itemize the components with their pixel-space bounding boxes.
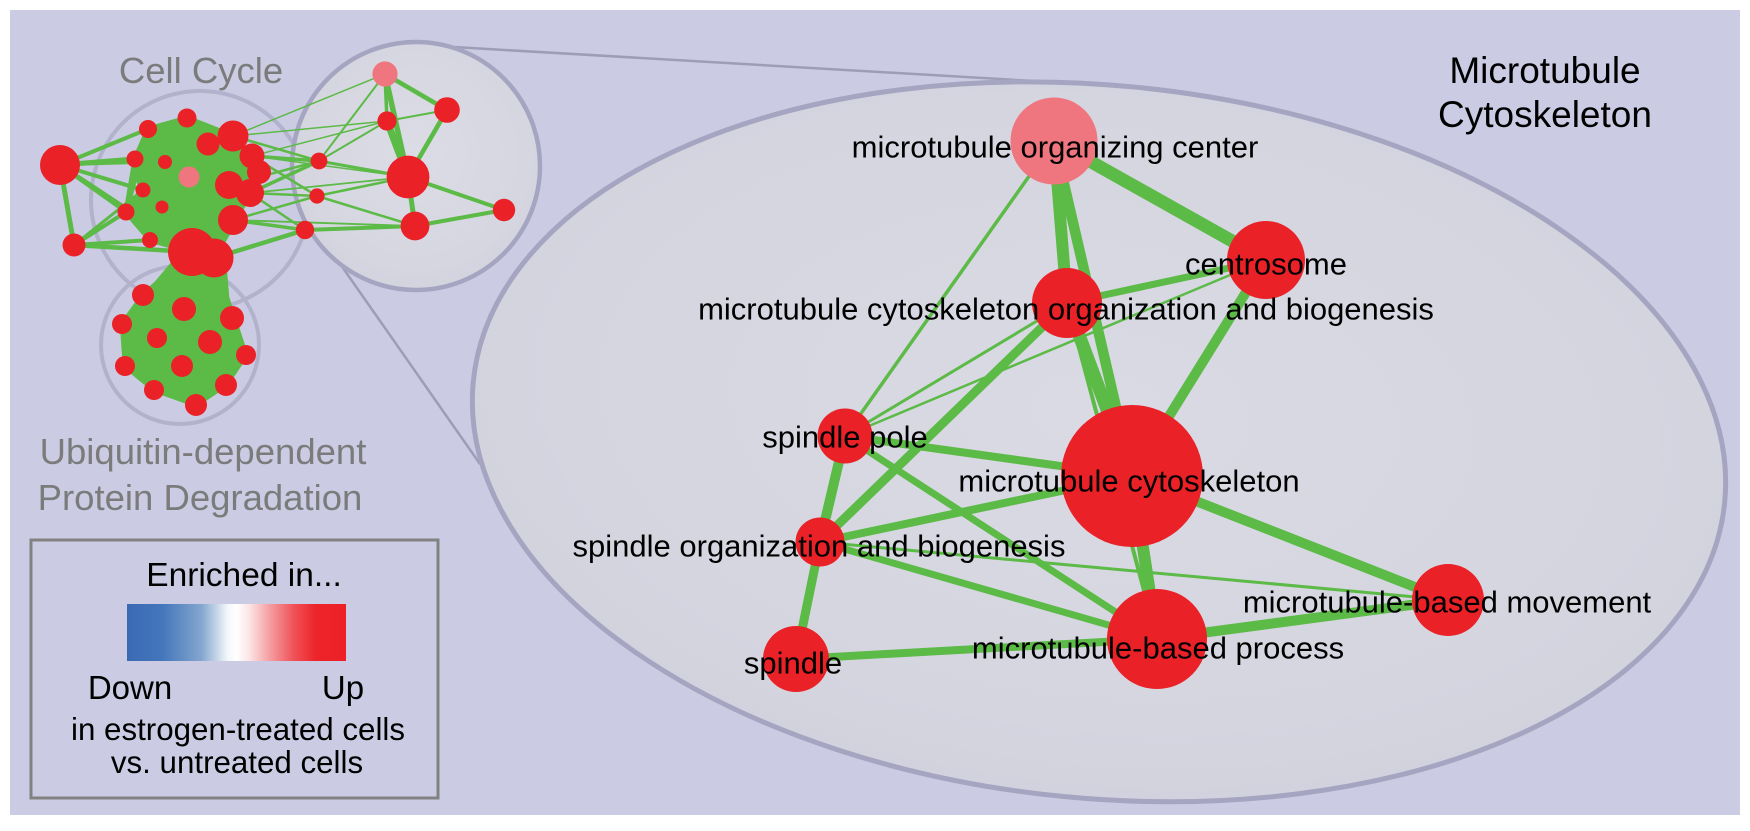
svg-text:microtubule organizing center: microtubule organizing center <box>852 130 1259 165</box>
svg-text:Protein Degradation: Protein Degradation <box>38 477 363 518</box>
svg-text:microtubule cytoskeleton: microtubule cytoskeleton <box>958 464 1299 499</box>
svg-text:spindle pole: spindle pole <box>762 420 927 455</box>
svg-text:vs. untreated cells: vs. untreated cells <box>111 745 363 780</box>
svg-text:centrosome: centrosome <box>1185 247 1347 282</box>
svg-text:in estrogen-treated cells: in estrogen-treated cells <box>71 712 405 747</box>
svg-text:Microtubule: Microtubule <box>1449 50 1640 91</box>
svg-text:Ubiquitin-dependent: Ubiquitin-dependent <box>40 431 367 472</box>
svg-text:spindle organization and bioge: spindle organization and biogenesis <box>573 529 1066 564</box>
svg-text:microtubule-based movement: microtubule-based movement <box>1243 585 1652 620</box>
svg-text:Cytoskeleton: Cytoskeleton <box>1438 94 1652 135</box>
svg-text:Enriched in...: Enriched in... <box>146 557 342 594</box>
svg-text:Down: Down <box>88 669 172 706</box>
svg-text:Up: Up <box>322 669 364 706</box>
svg-text:spindle: spindle <box>744 646 842 681</box>
svg-text:Cell Cycle: Cell Cycle <box>119 50 283 91</box>
svg-text:microtubule-based process: microtubule-based process <box>972 631 1344 666</box>
svg-text:microtubule cytoskeleton organ: microtubule cytoskeleton organization an… <box>698 292 1434 327</box>
